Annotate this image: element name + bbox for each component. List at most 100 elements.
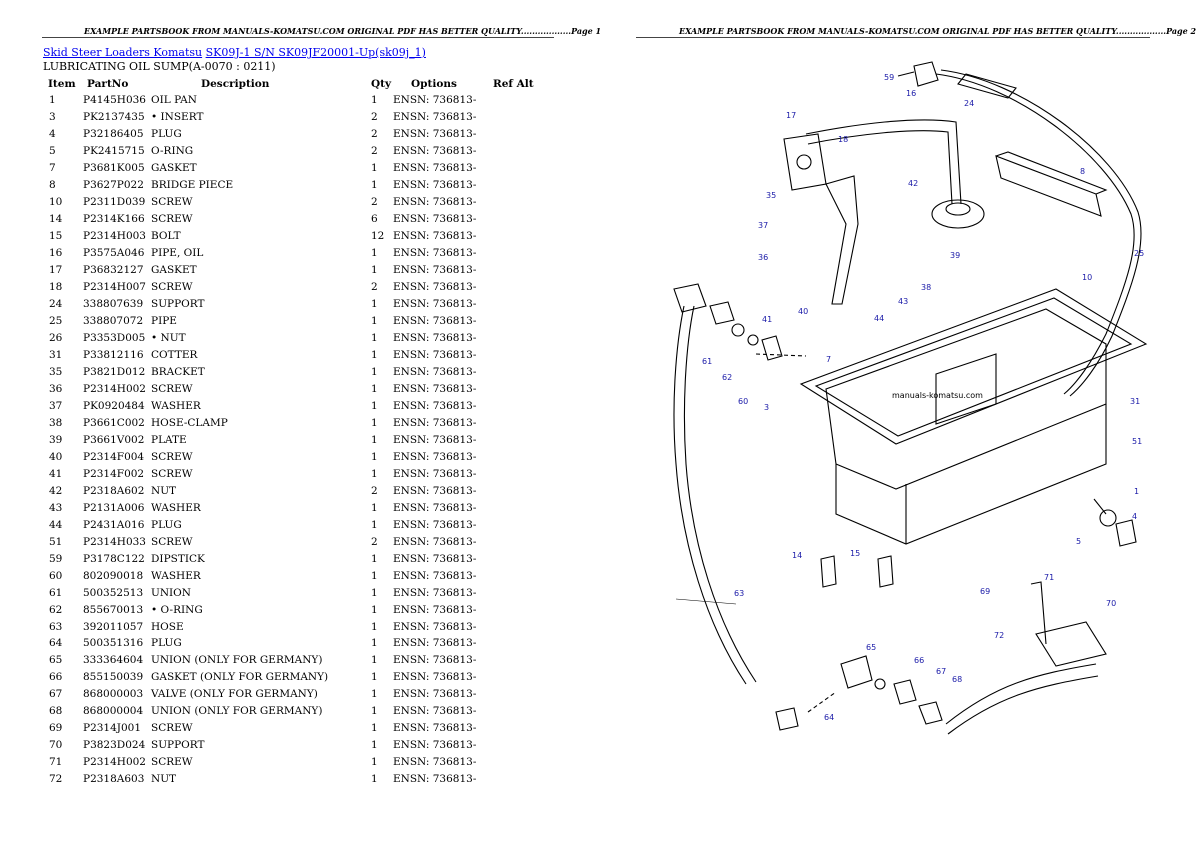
callout-label: 39 [950, 251, 960, 260]
cell-partno: 338807639 [83, 298, 144, 311]
cell-options: ENSN: 736813- [393, 94, 477, 107]
header-rule-left [42, 37, 554, 38]
callout-label: 51 [1132, 437, 1142, 446]
cell-qty: 1 [371, 162, 378, 175]
cell-description: • INSERT [151, 111, 204, 124]
cell-item: 4 [49, 128, 56, 141]
callout-label: 40 [798, 307, 808, 316]
bridge-piece [995, 155, 1102, 217]
cell-qty: 1 [371, 179, 378, 192]
cell-qty: 1 [371, 315, 378, 328]
cell-partno: P3627P022 [83, 179, 144, 192]
cell-ref-alt [493, 584, 534, 601]
cell-partno: 802090018 [83, 569, 144, 582]
drain-plug [1115, 519, 1137, 547]
callout-label: 44 [874, 314, 884, 323]
cell-ref-alt [493, 669, 534, 686]
cell-ref-alt [493, 330, 534, 347]
cell-ref-alt [493, 194, 534, 211]
cell-options: ENSN: 736813- [393, 603, 477, 616]
cell-description: COTTER [151, 349, 198, 362]
cell-item: 71 [49, 756, 63, 769]
cell-ref-alt [493, 211, 534, 228]
cell-ref-alt [493, 160, 534, 177]
breadcrumb-model-link[interactable]: SK09J-1 S/N SK09JF20001-Up(sk09j_1) [205, 46, 426, 59]
cell-ref-alt [493, 771, 534, 788]
cell-qty: 1 [371, 332, 378, 345]
cell-ref-alt [493, 465, 534, 482]
cell-description: O-RING [151, 145, 194, 158]
cell-ref-alt [493, 720, 534, 737]
cell-partno: 500352513 [83, 586, 144, 599]
callout-label: 5 [1076, 537, 1081, 546]
cell-qty: 2 [371, 281, 378, 294]
cell-qty: 1 [371, 399, 378, 412]
cell-item: 61 [49, 586, 63, 599]
cell-item: 15 [49, 230, 63, 243]
col-header-partno: PartNo [87, 78, 129, 90]
cell-item: 51 [49, 535, 63, 548]
cell-options: ENSN: 736813- [393, 535, 477, 548]
cell-partno: P3823D024 [83, 739, 146, 752]
breadcrumb-category-link[interactable]: Skid Steer Loaders Komatsu [43, 46, 203, 59]
cell-partno: P3353D005 [83, 332, 146, 345]
cell-partno: 500351316 [83, 637, 144, 650]
cell-description: WASHER [151, 399, 201, 412]
cell-options: ENSN: 736813- [393, 230, 477, 243]
cell-partno: P2314H003 [83, 230, 146, 243]
cell-qty: 2 [371, 484, 378, 497]
cell-qty: 6 [371, 213, 378, 226]
cell-description: BRACKET [151, 365, 205, 378]
cell-partno: P2131A006 [83, 501, 145, 514]
cell-description: NUT [151, 484, 177, 497]
cell-options: ENSN: 736813- [393, 450, 477, 463]
callout-label: 61 [702, 357, 712, 366]
cell-item: 24 [49, 298, 63, 311]
callout-label: 1 [1134, 487, 1139, 496]
cell-item: 65 [49, 654, 63, 667]
cell-item: 26 [49, 332, 63, 345]
cell-description: UNION (ONLY FOR GERMANY) [151, 705, 323, 718]
cell-options: ENSN: 736813- [393, 467, 477, 480]
cell-item: 72 [49, 773, 63, 786]
callout-label: 8 [1080, 167, 1085, 176]
callout-label: 65 [866, 643, 876, 652]
col-header-options: Options [411, 78, 457, 90]
cell-ref-alt [493, 397, 534, 414]
cell-qty: 1 [371, 586, 378, 599]
cell-ref-alt [493, 296, 534, 313]
cell-description: GASKET [151, 162, 197, 175]
cell-options: ENSN: 736813- [393, 688, 477, 701]
cell-description: PLUG [151, 637, 182, 650]
callout-label: 31 [1130, 397, 1140, 406]
callout-label: 16 [906, 89, 916, 98]
cell-item: 31 [49, 349, 63, 362]
callout-label: 41 [762, 315, 772, 324]
cell-item: 39 [49, 433, 63, 446]
cell-partno: P2318A602 [83, 484, 145, 497]
cell-ref-alt [493, 414, 534, 431]
cell-description: • NUT [151, 332, 186, 345]
cell-options: ENSN: 736813- [393, 671, 477, 684]
cell-description: BOLT [151, 230, 181, 243]
col-header-qty: Qty [371, 78, 392, 90]
cell-item: 43 [49, 501, 63, 514]
cell-ref-alt [493, 550, 534, 567]
dipstick-cap [913, 61, 939, 87]
cell-ref-alt [493, 313, 534, 330]
cell-partno: 855150039 [83, 671, 144, 684]
cell-options: ENSN: 736813- [393, 179, 477, 192]
cell-ref-alt [493, 652, 534, 669]
